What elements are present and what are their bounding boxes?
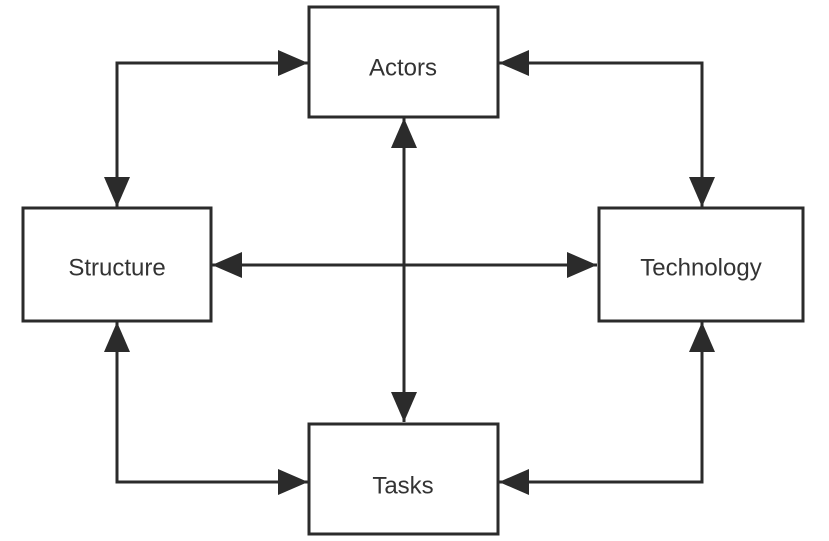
node-structure-box — [21, 206, 213, 323]
node-technology-box — [597, 206, 805, 323]
edge-structure-tasks — [104, 322, 308, 495]
node-tasks-label: Tasks — [372, 473, 433, 500]
node-actors-label: Actors — [369, 55, 437, 82]
node-structure-label: Structure — [68, 255, 165, 282]
node-actors-box — [307, 5, 500, 119]
node-structure: Structure — [21, 206, 213, 323]
node-technology: Technology — [597, 206, 805, 323]
edge-technology-tasks — [499, 322, 715, 495]
node-actors: Actors — [307, 5, 500, 119]
node-tasks-box — [307, 422, 500, 536]
edge-actors-technology — [499, 50, 715, 207]
node-tasks: Tasks — [307, 422, 500, 536]
edge-actors-structure — [104, 50, 308, 207]
node-technology-label: Technology — [640, 255, 761, 282]
